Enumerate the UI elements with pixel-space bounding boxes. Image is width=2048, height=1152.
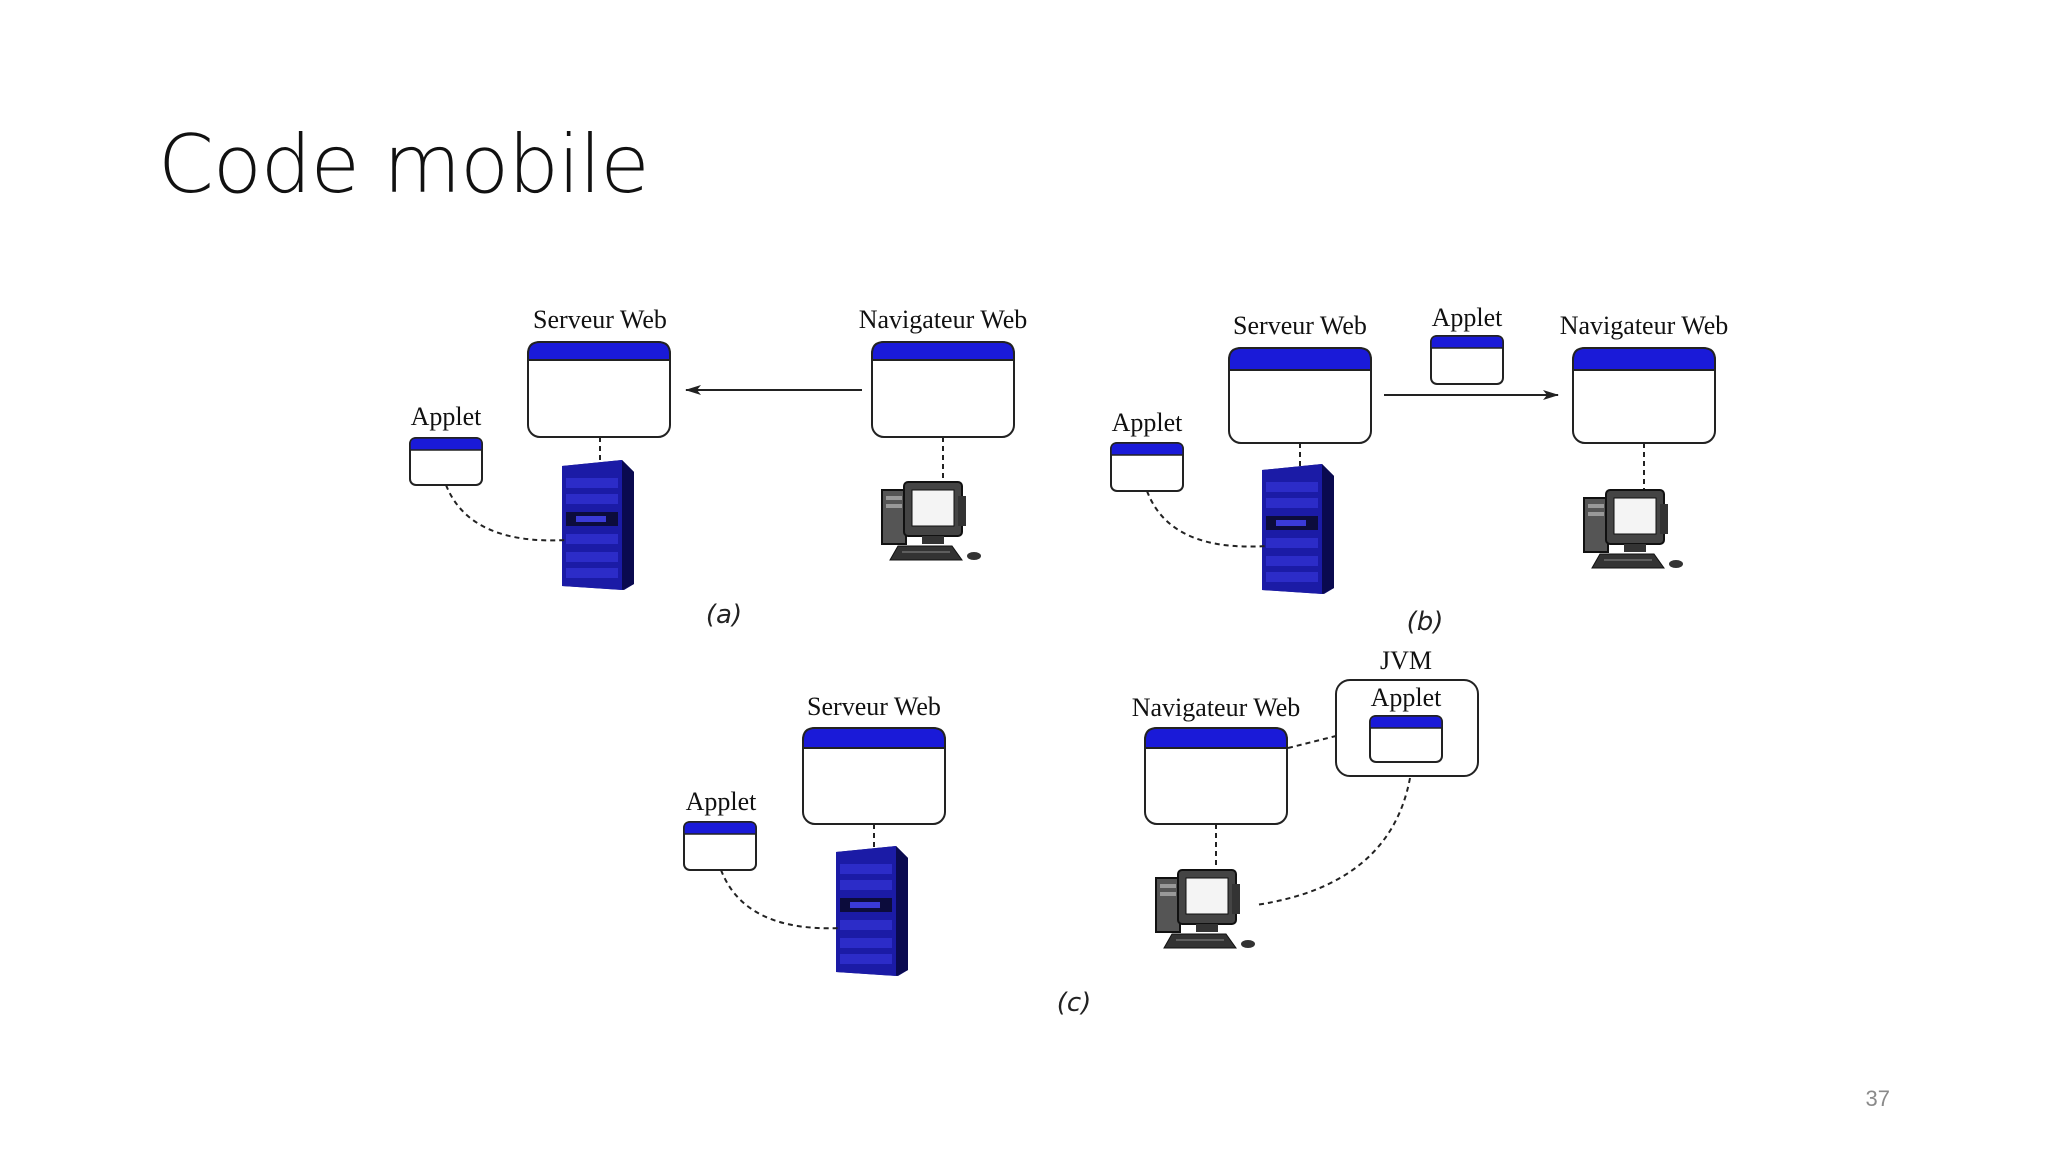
b-applet-label: Applet: [1112, 408, 1184, 437]
c-applet-label: Applet: [686, 787, 758, 816]
c-caption: (c): [1057, 988, 1092, 1018]
b-caption: (b): [1407, 607, 1444, 637]
b-transfer-applet-window: [1430, 335, 1504, 385]
b-server-label: Serveur Web: [1233, 311, 1367, 340]
diagram-b: Serveur Web Applet Navigateur Web Applet…: [1110, 303, 1729, 637]
slide-title: Code mobile: [158, 118, 650, 211]
b-browser-window: [1572, 347, 1716, 444]
c-jvm-label: JVM: [1380, 646, 1432, 675]
b-applet-window: [1110, 442, 1184, 492]
c-server-label: Serveur Web: [807, 692, 941, 721]
a-applet-label: Applet: [411, 402, 483, 431]
b-transfer-applet-label: Applet: [1432, 303, 1504, 332]
c-server-window: [802, 727, 946, 825]
a-caption: (a): [706, 600, 742, 630]
a-server-icon: [562, 460, 634, 590]
a-applet-link: [445, 484, 567, 542]
b-server-icon: [1262, 464, 1334, 594]
page-number: 37: [1865, 1086, 1890, 1111]
a-computer-icon: [881, 481, 982, 561]
c-computer-icon: [1155, 869, 1256, 949]
b-applet-link: [1146, 490, 1267, 548]
c-jvm-applet-window: [1369, 715, 1443, 763]
c-applet-link: [720, 869, 841, 930]
c-jvm-computer-link: [1255, 777, 1411, 906]
b-server-window: [1228, 347, 1372, 444]
c-browser-jvm-link: [1287, 735, 1337, 749]
b-computer-icon: [1583, 489, 1684, 569]
a-browser-window: [871, 341, 1015, 438]
diagram-a: Serveur Web Navigateur Web Applet (a): [409, 305, 1028, 630]
a-applet-window: [409, 437, 483, 486]
a-server-label: Serveur Web: [533, 305, 667, 334]
c-browser-window: [1144, 727, 1288, 825]
diagram-c: Serveur Web Applet Navigateur Web JVM Ap…: [683, 646, 1479, 1018]
c-applet-window: [683, 821, 757, 871]
c-jvm-applet-label: Applet: [1371, 683, 1443, 712]
b-browser-label: Navigateur Web: [1560, 311, 1729, 340]
a-server-window: [527, 341, 671, 438]
c-server-icon: [836, 846, 908, 976]
a-browser-label: Navigateur Web: [859, 305, 1028, 334]
c-browser-label: Navigateur Web: [1132, 693, 1301, 722]
